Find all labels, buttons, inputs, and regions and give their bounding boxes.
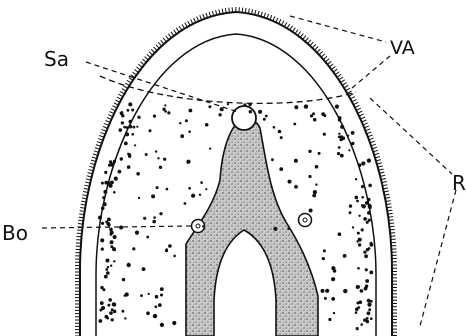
label-bo: Bo [2,221,28,245]
leader-va-inner [352,56,390,88]
leader-sa [86,62,238,112]
stippled-cord [186,118,318,336]
leader-r-lower [420,190,456,326]
label-sa: Sa [44,47,69,71]
label-r: R [452,171,466,195]
apical-sphere [232,106,256,130]
leader-bo [42,226,192,228]
leader-r-upper [370,98,452,174]
small-body-right [299,214,312,227]
label-va: VA [390,37,415,59]
dashed-boundary-line [100,76,356,103]
